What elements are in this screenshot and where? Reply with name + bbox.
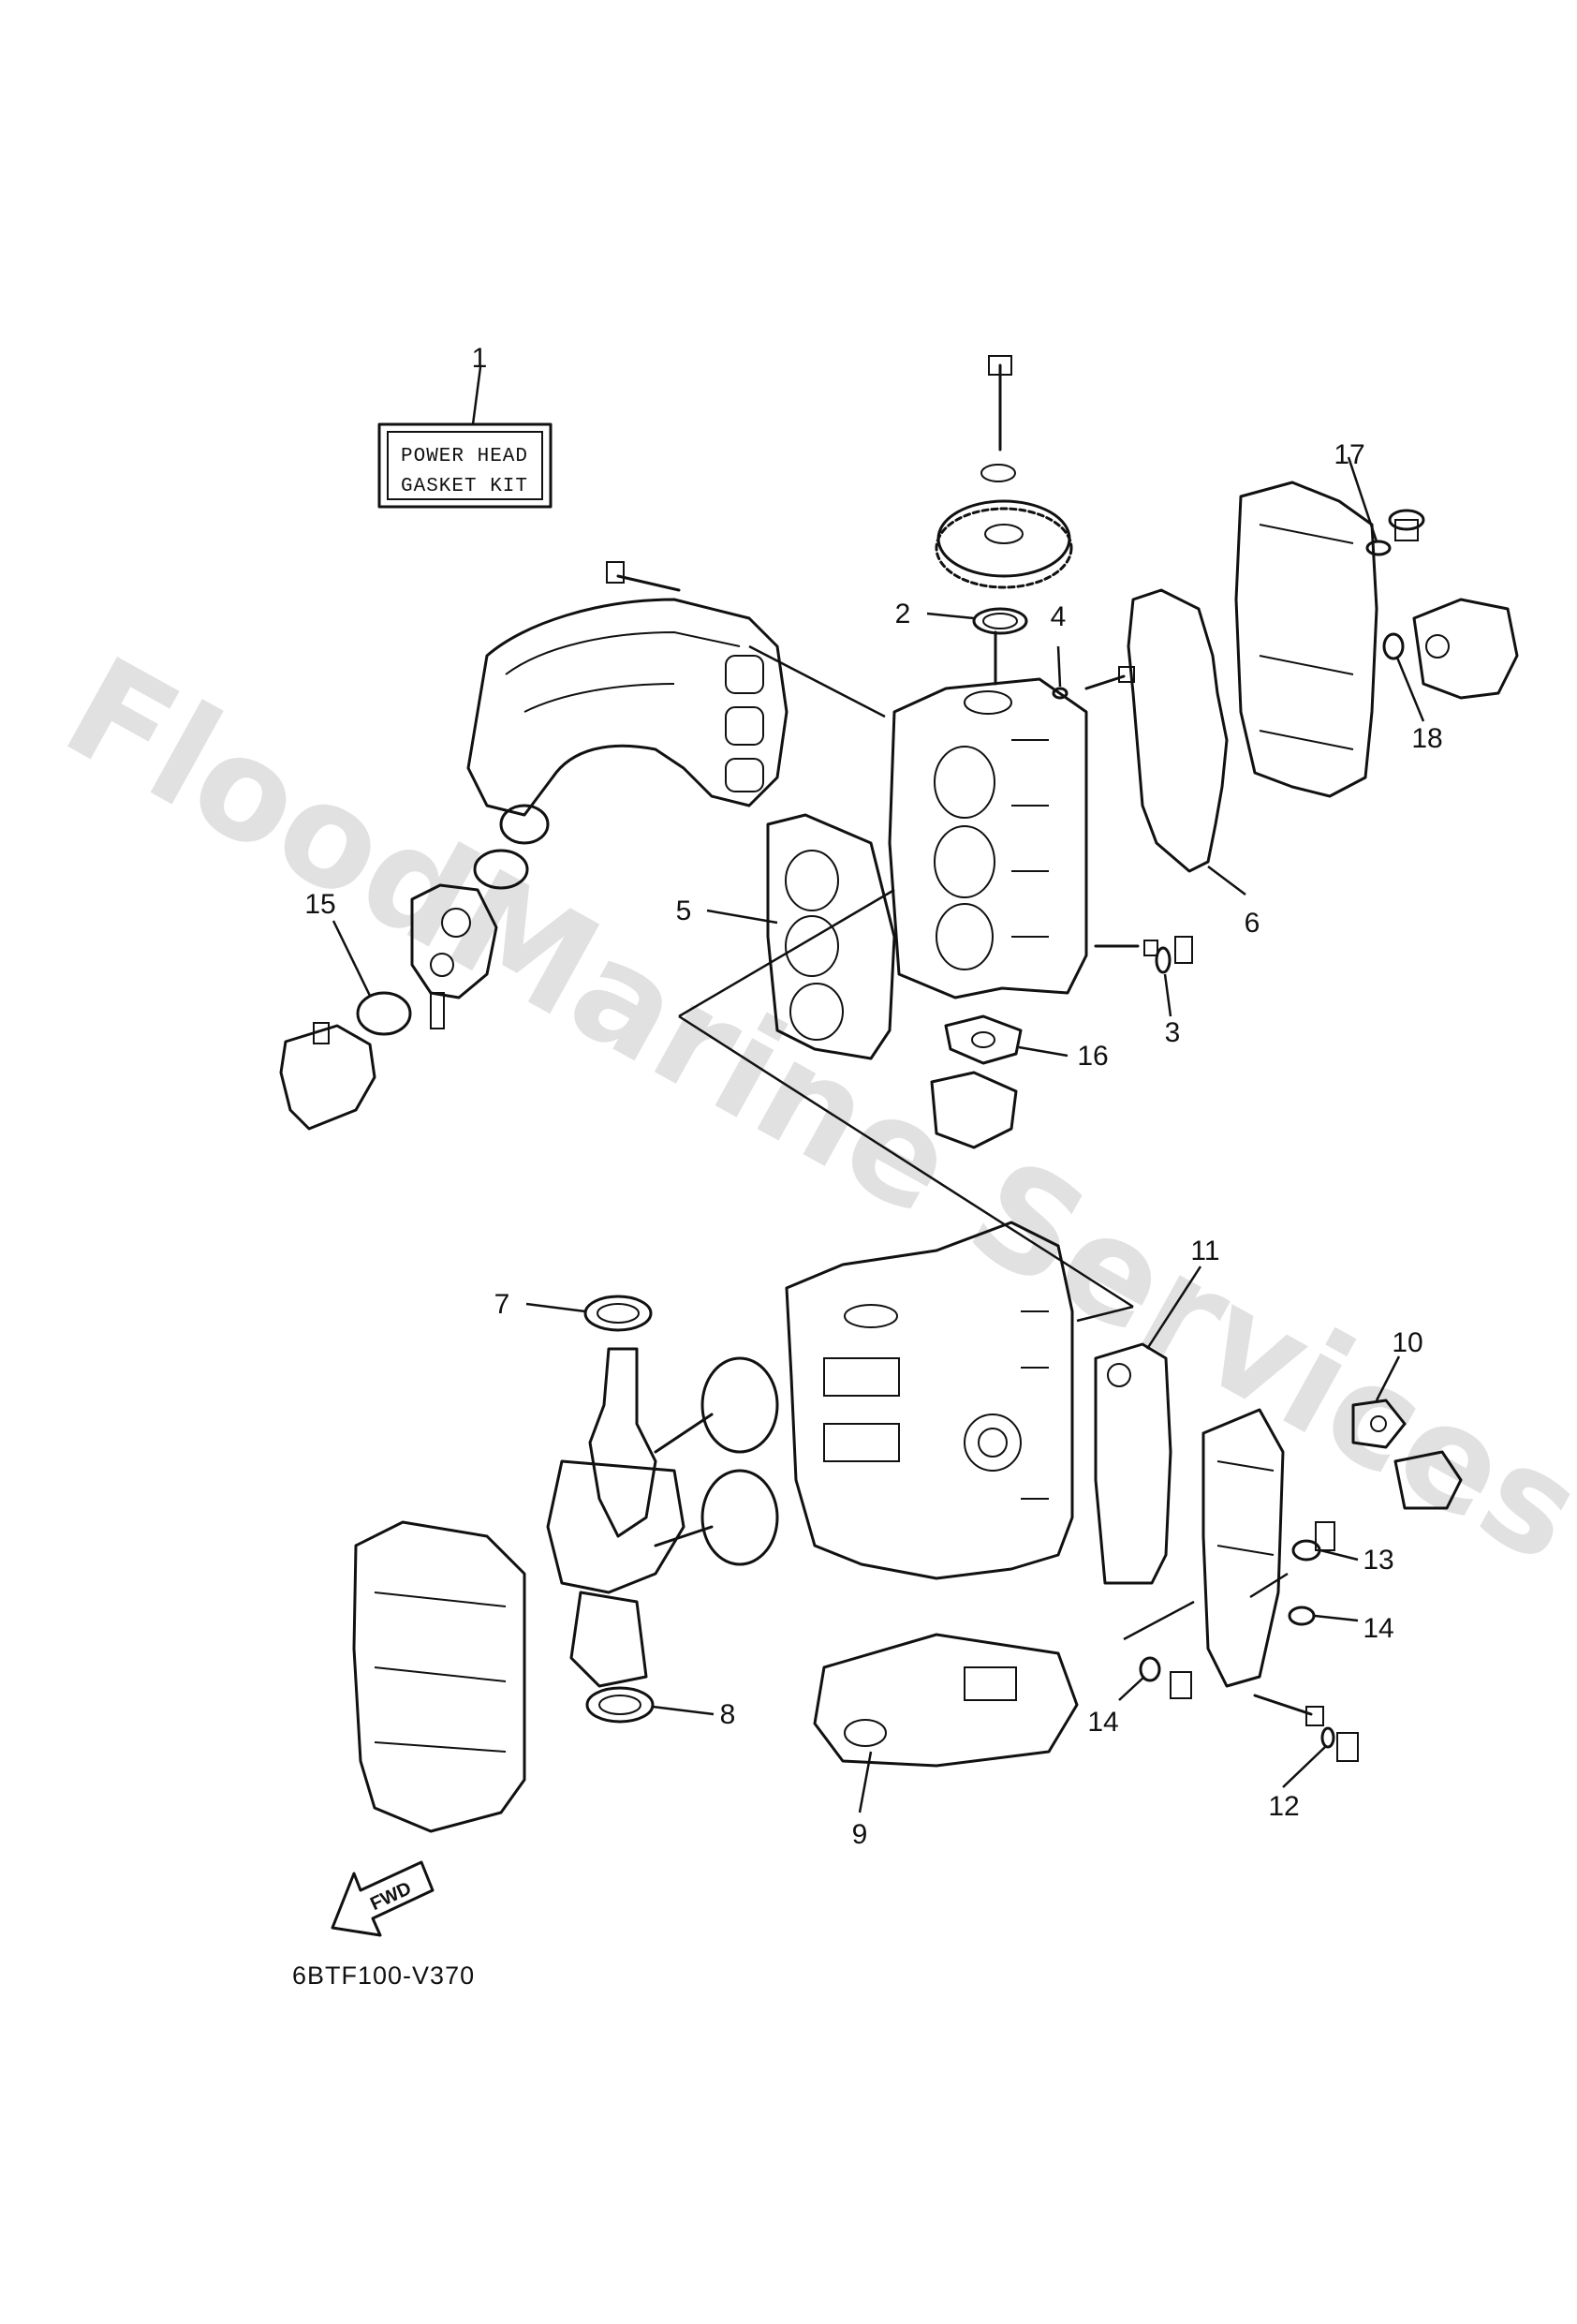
callout-12: 12 bbox=[1268, 1791, 1299, 1822]
gasket-kit-box: POWER HEAD GASKET KIT bbox=[377, 422, 553, 509]
callout-labels: 1 2 3 4 5 6 7 8 9 10 11 12 13 14 14 15 1… bbox=[304, 343, 1442, 1850]
o-ring-15 bbox=[356, 991, 412, 1036]
head-cover-gasket bbox=[1127, 588, 1229, 873]
oil-seal-8 bbox=[585, 1686, 655, 1724]
callout-4: 4 bbox=[1051, 601, 1067, 632]
oil-seal-2 bbox=[972, 607, 1028, 635]
watermark: FloodMarine Services bbox=[40, 627, 1577, 1594]
thermostat-housing bbox=[930, 1071, 1018, 1149]
callout-14-left: 14 bbox=[1087, 1707, 1118, 1738]
callout-16: 16 bbox=[1077, 1041, 1108, 1072]
intake-manifold bbox=[466, 561, 788, 845]
callout-10: 10 bbox=[1392, 1327, 1422, 1358]
diagram-code: 6BTF100-V370 bbox=[292, 1961, 475, 1990]
alignment-line-a bbox=[678, 1014, 1134, 1309]
o-ring-17 bbox=[1365, 540, 1392, 556]
o-ring-14-b bbox=[1139, 1656, 1161, 1682]
callout-18: 18 bbox=[1411, 723, 1442, 754]
callout-8: 8 bbox=[720, 1699, 736, 1730]
alignment-line-b bbox=[678, 888, 895, 1018]
callout-2: 2 bbox=[895, 599, 911, 629]
oil-seal-7 bbox=[583, 1295, 653, 1332]
cylinder-head bbox=[888, 630, 1088, 999]
callout-11: 11 bbox=[1190, 1236, 1219, 1266]
cylinder-head-gasket bbox=[766, 813, 896, 1060]
oil-filler-cap bbox=[1388, 509, 1425, 541]
crankcase bbox=[352, 1520, 526, 1833]
kit-label-line1: POWER HEAD bbox=[401, 446, 528, 467]
callout-13: 13 bbox=[1363, 1545, 1393, 1576]
throttle-body bbox=[410, 849, 529, 1029]
o-ring-18 bbox=[1382, 632, 1405, 660]
callout-7: 7 bbox=[494, 1289, 510, 1320]
o-ring-12 bbox=[1320, 1726, 1335, 1749]
callout-3: 3 bbox=[1165, 1017, 1181, 1048]
alignment-line-c bbox=[1076, 1305, 1134, 1323]
gasket-10 bbox=[1351, 1399, 1407, 1449]
callout-6: 6 bbox=[1245, 908, 1260, 939]
callout-leaders bbox=[332, 366, 1425, 1813]
cylinder-block bbox=[785, 1221, 1074, 1580]
kit-label-line2: GASKET KIT bbox=[401, 476, 528, 497]
gasket-11 bbox=[1094, 1342, 1172, 1585]
silencer-cover bbox=[279, 1024, 376, 1131]
callout-17: 17 bbox=[1334, 439, 1364, 470]
gasket-9 bbox=[813, 1633, 1079, 1768]
exhaust-cover bbox=[1201, 1408, 1285, 1688]
callout-14-right: 14 bbox=[1363, 1613, 1393, 1644]
fuel-pump bbox=[1412, 598, 1519, 700]
fwd-arrow-icon: FWD bbox=[331, 1860, 435, 1937]
camshaft-pulley bbox=[935, 355, 1073, 589]
head-bolts bbox=[1084, 666, 1193, 964]
thermostat-cover bbox=[1393, 1450, 1463, 1510]
callout-15: 15 bbox=[304, 889, 335, 920]
crankshaft-assembly bbox=[546, 1347, 779, 1688]
callout-1: 1 bbox=[472, 343, 488, 374]
gasket-16 bbox=[944, 1014, 1023, 1065]
callout-5: 5 bbox=[676, 896, 692, 926]
o-ring-4 bbox=[1052, 687, 1069, 700]
o-ring-14-a bbox=[1288, 1606, 1316, 1626]
cylinder-head-cover bbox=[1234, 481, 1378, 798]
o-ring-3 bbox=[1155, 946, 1172, 974]
callout-9: 9 bbox=[852, 1819, 868, 1850]
alignment-line-d bbox=[748, 644, 886, 718]
